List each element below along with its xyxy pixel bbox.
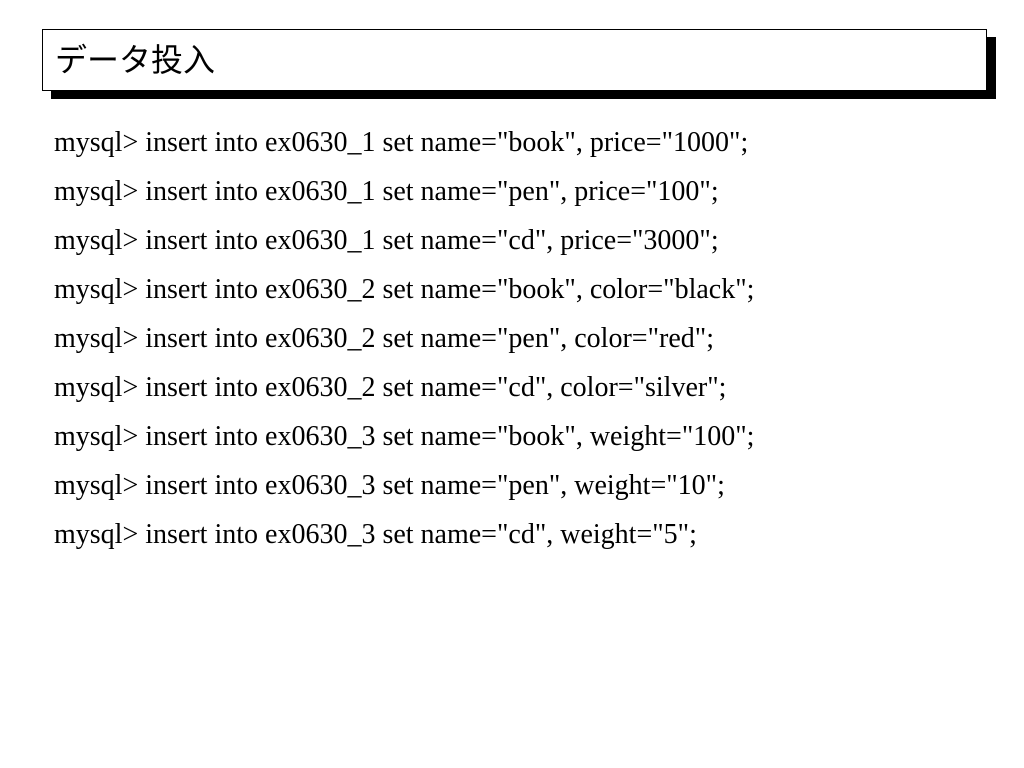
sql-statement: mysql> insert into ex0630_1 set name="bo… <box>54 127 749 158</box>
slide-title-box: データ投入 <box>42 29 987 91</box>
sql-statement: mysql> insert into ex0630_2 set name="bo… <box>54 274 755 305</box>
slide-title: データ投入 <box>55 41 216 79</box>
sql-statement: mysql> insert into ex0630_3 set name="bo… <box>54 421 755 452</box>
sql-statement: mysql> insert into ex0630_1 set name="cd… <box>54 225 719 256</box>
sql-statement: mysql> insert into ex0630_3 set name="cd… <box>54 519 697 550</box>
sql-statement: mysql> insert into ex0630_2 set name="cd… <box>54 372 727 403</box>
sql-statement: mysql> insert into ex0630_1 set name="pe… <box>54 176 719 207</box>
sql-statement: mysql> insert into ex0630_2 set name="pe… <box>54 323 714 354</box>
sql-statement-list: mysql> insert into ex0630_1 set name="bo… <box>54 118 754 559</box>
sql-statement: mysql> insert into ex0630_3 set name="pe… <box>54 470 725 501</box>
